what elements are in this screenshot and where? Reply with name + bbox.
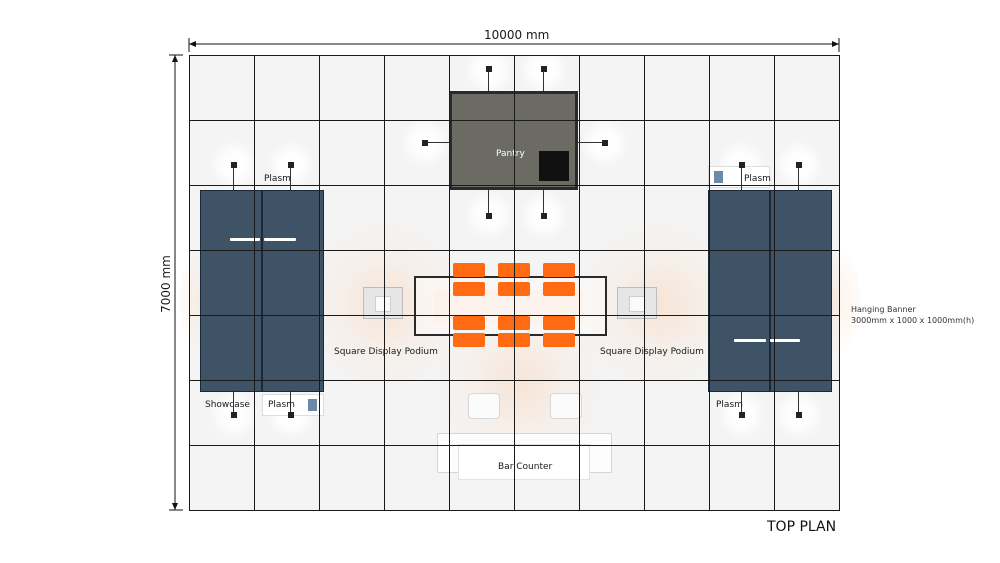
orange-chair	[453, 316, 485, 330]
spotlight-fixture	[486, 213, 492, 219]
spotlight-arm	[290, 168, 291, 190]
pantry-room	[449, 91, 578, 190]
square-display-podium-right	[617, 287, 657, 319]
spotlight-arm	[543, 72, 544, 91]
podium-label-right: Square Display Podium	[600, 347, 704, 357]
grid-line	[189, 445, 840, 446]
podium-display-item	[375, 296, 391, 312]
bar-counter-label: Bar Counter	[498, 462, 553, 472]
spotlight-fixture	[231, 162, 237, 168]
spotlight-fixture	[739, 412, 745, 418]
grid-line	[514, 55, 515, 511]
grid-line	[384, 55, 385, 511]
grid-line	[839, 55, 840, 511]
bar-counter	[437, 433, 612, 480]
grid-line	[189, 510, 840, 511]
grid-line	[189, 380, 840, 381]
orange-chair	[453, 282, 485, 296]
orange-chair	[543, 263, 575, 277]
spotlight-fixture	[739, 162, 745, 168]
right-panel-b	[770, 190, 832, 392]
grid-line	[644, 55, 645, 511]
spotlight-arm	[543, 190, 544, 213]
hanging-banner-size: 3000mm x 1000 x 1000mm(h)	[851, 316, 975, 325]
bar-stool	[468, 393, 500, 419]
grid-line	[189, 185, 840, 186]
spotlight-fixture	[602, 140, 608, 146]
spotlight-arm	[488, 72, 489, 91]
screen-thumbnail	[714, 171, 723, 183]
spotlight-arm	[233, 168, 234, 190]
bar-counter-front	[458, 444, 590, 480]
spotlight-arm	[428, 142, 449, 143]
orange-chair	[453, 263, 485, 277]
orange-chair	[543, 316, 575, 330]
grid-line	[449, 55, 450, 511]
spotlight-arm	[290, 390, 291, 412]
pantry-label: Pantry	[496, 149, 525, 159]
left-showcase-panel	[200, 190, 262, 392]
spotlight-fixture	[288, 162, 294, 168]
screen-indicator	[264, 238, 296, 241]
left-plasm-panel	[262, 190, 324, 392]
spotlight-arm	[798, 390, 799, 412]
spotlight-arm	[798, 168, 799, 190]
showcase-label: Showcase	[205, 400, 250, 410]
spotlight-fixture	[796, 162, 802, 168]
screen-indicator	[734, 339, 766, 342]
plasm-label: Plasm	[716, 400, 743, 410]
spotlight-fixture	[231, 412, 237, 418]
orange-chair	[453, 333, 485, 347]
screen-thumbnail	[308, 399, 317, 411]
spotlight-fixture	[486, 66, 492, 72]
bar-stool	[550, 393, 582, 419]
right-panel-a	[708, 190, 770, 392]
grid-line	[254, 55, 255, 511]
grid-line	[774, 55, 775, 511]
grid-line	[579, 55, 580, 511]
spotlight-fixture	[796, 412, 802, 418]
spotlight-fixture	[422, 140, 428, 146]
screen-indicator	[770, 339, 800, 342]
grid-line	[189, 315, 840, 316]
grid-line	[189, 55, 190, 511]
spotlight-fixture	[541, 66, 547, 72]
grid-line	[189, 250, 840, 251]
plan-title: TOP PLAN	[767, 519, 837, 535]
grid-line	[709, 55, 710, 511]
spotlight-arm	[233, 390, 234, 412]
hanging-banner-label: Hanging Banner	[851, 305, 916, 314]
pantry-fixture	[539, 151, 569, 181]
height-dimension: 7000 mm	[158, 255, 173, 313]
grid-line	[319, 55, 320, 511]
plasm-label: Plasm	[744, 174, 771, 184]
spotlight-fixture	[541, 213, 547, 219]
spotlight-arm	[578, 142, 602, 143]
square-display-podium-left	[363, 287, 403, 319]
orange-chair	[543, 333, 575, 347]
spotlight-arm	[488, 190, 489, 213]
spotlight-arm	[741, 390, 742, 412]
grid-line	[189, 55, 840, 56]
grid-line	[189, 120, 840, 121]
spotlight-arm	[741, 168, 742, 190]
plasm-label: Plasm	[264, 174, 291, 184]
orange-chair	[543, 282, 575, 296]
screen-indicator	[230, 238, 260, 241]
width-dimension: 10000 mm	[480, 28, 554, 42]
podium-label-left: Square Display Podium	[334, 347, 438, 357]
spotlight-fixture	[288, 412, 294, 418]
plasm-label: Plasm	[268, 400, 295, 410]
